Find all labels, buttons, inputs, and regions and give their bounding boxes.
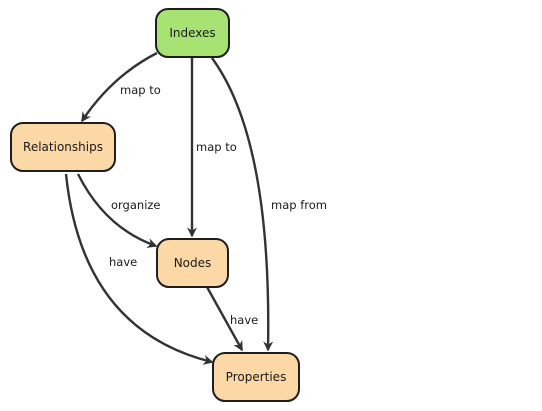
edge-indexes-to-relationships — [81, 51, 158, 123]
node-properties[interactable]: Properties — [212, 352, 300, 402]
edge-label-indexes-nodes: map to — [196, 140, 237, 154]
node-indexes-box — [155, 8, 230, 58]
node-indexes-label: Indexes — [169, 26, 215, 40]
node-indexes[interactable]: Indexes — [155, 8, 230, 58]
node-nodes-label: Nodes — [174, 256, 212, 270]
edge-relationships-to-nodes — [76, 173, 158, 248]
edge-label-relationships-properties: have — [109, 255, 137, 269]
edge-nodes-to-properties — [205, 286, 244, 352]
edge-relationships-to-properties — [64, 173, 214, 365]
edge-label-relationships-nodes: organize — [111, 198, 161, 212]
node-properties-label: Properties — [226, 370, 287, 384]
edge-label-indexes-properties: map from — [271, 198, 327, 212]
node-relationships-label: Relationships — [23, 140, 103, 154]
node-properties-box — [212, 352, 300, 402]
edge-indexes-to-properties — [211, 57, 274, 352]
edge-label-indexes-relationships: map to — [120, 83, 161, 97]
edge-label-nodes-properties: have — [230, 313, 258, 327]
node-nodes-box — [156, 238, 229, 288]
node-relationships-box — [10, 122, 116, 172]
node-relationships[interactable]: Relationships — [10, 122, 116, 172]
node-nodes[interactable]: Nodes — [156, 238, 229, 288]
